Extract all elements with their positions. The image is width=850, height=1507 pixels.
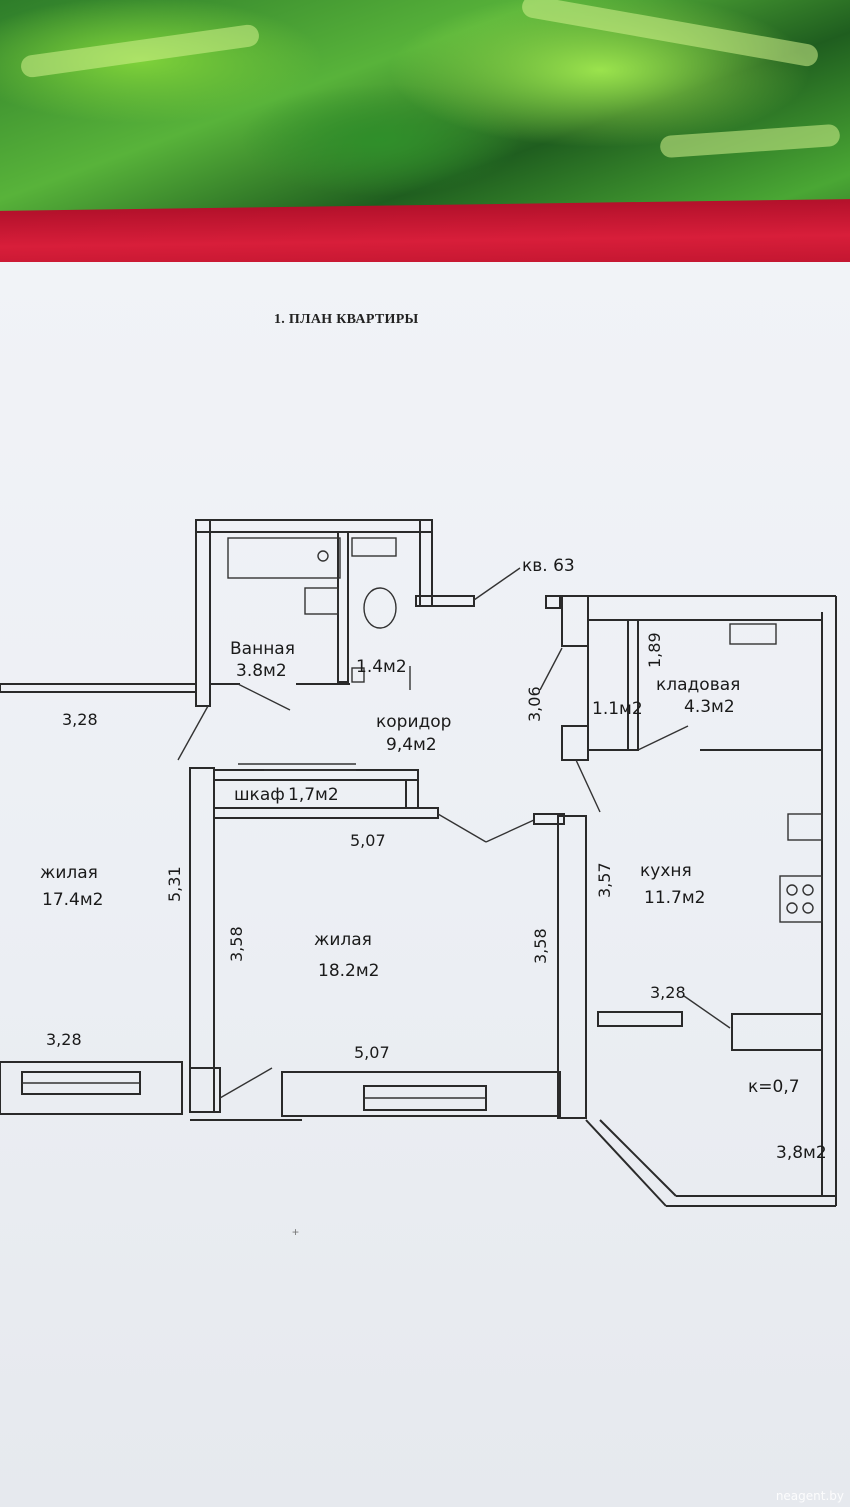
dim-pantry-side: 3,06 bbox=[525, 686, 544, 722]
corridor-area: 9,4м2 bbox=[386, 735, 437, 755]
dim-left-side: 5,31 bbox=[165, 866, 184, 902]
closet-area: 1,7м2 bbox=[288, 785, 339, 805]
closet-label: шкаф bbox=[234, 785, 285, 805]
dim-center-right: 3,58 bbox=[531, 928, 550, 964]
paper-sheet bbox=[0, 262, 850, 1507]
toilet-icon bbox=[351, 537, 397, 683]
dim-pantry-top: 1,89 bbox=[645, 632, 664, 668]
apartment-number: кв. 63 bbox=[522, 556, 575, 576]
pantry-area: 4.3м2 bbox=[684, 697, 735, 717]
center-living-area: 18.2м2 bbox=[318, 961, 380, 981]
dim-center-left: 3,58 bbox=[227, 926, 246, 962]
dim-kitchen-side: 3,57 bbox=[595, 862, 614, 898]
loggia-area: 3,8м2 bbox=[776, 1143, 827, 1163]
left-living-name: жилая bbox=[40, 863, 98, 883]
left-living-walls bbox=[0, 683, 197, 1115]
center-living-walls bbox=[189, 763, 587, 1121]
loggia-coefficient: к=0,7 bbox=[748, 1077, 800, 1097]
dim-left-bottom: 3,28 bbox=[46, 1030, 82, 1049]
corridor-name: коридор bbox=[376, 712, 451, 732]
bathroom-name: Ванная bbox=[230, 639, 295, 659]
wc-area: 1.4м2 bbox=[356, 657, 407, 677]
small-pantry-area: 1.1м2 bbox=[592, 699, 643, 719]
kitchen-walls bbox=[539, 595, 837, 1207]
watermark: neagent.by bbox=[775, 1489, 844, 1503]
bathtub-icon bbox=[227, 537, 341, 615]
page-title: 1. ПЛАН КВАРТИРЫ bbox=[274, 312, 419, 327]
dim-left-top: 3,28 bbox=[62, 710, 98, 729]
kitchen-area: 11.7м2 bbox=[644, 888, 706, 908]
entrance-door bbox=[409, 567, 521, 690]
kitchen-name: кухня bbox=[640, 861, 692, 881]
dim-center-top: 5,07 bbox=[350, 831, 386, 850]
pantry-name: кладовая bbox=[656, 675, 740, 695]
left-living-area: 17.4м2 bbox=[42, 890, 104, 910]
bathroom-walls bbox=[177, 519, 433, 761]
stove-icon bbox=[779, 875, 823, 923]
center-living-name: жилая bbox=[314, 930, 372, 950]
dim-center-bottom: 5,07 bbox=[354, 1043, 390, 1062]
dim-kitchen-bottom: 3,28 bbox=[650, 983, 686, 1002]
paper-mark: + bbox=[292, 1225, 299, 1239]
bathroom-area: 3.8м2 bbox=[236, 661, 287, 681]
